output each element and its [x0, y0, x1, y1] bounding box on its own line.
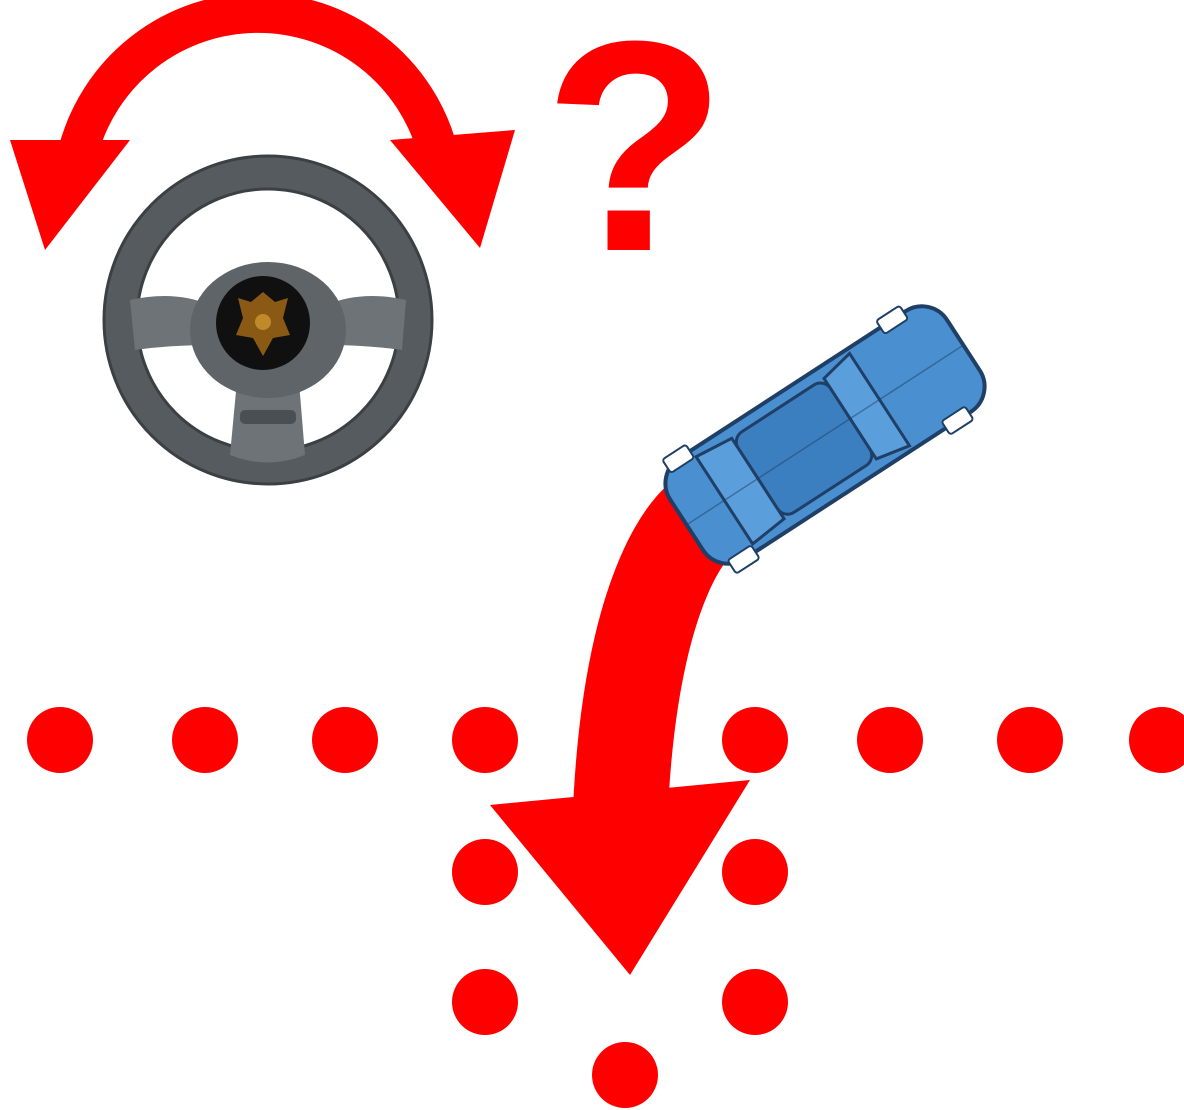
dot — [312, 707, 378, 773]
dot — [452, 707, 518, 773]
steering-wheel-icon — [104, 156, 432, 484]
rotation-arrow-icon — [10, 13, 515, 250]
dot — [722, 969, 788, 1035]
dot — [592, 1042, 658, 1108]
dot — [452, 969, 518, 1035]
dot — [27, 707, 93, 773]
question-mark: ? — [543, 0, 726, 314]
dot — [452, 839, 518, 905]
car-top-view-icon — [650, 288, 1001, 582]
dot — [857, 707, 923, 773]
dot — [722, 839, 788, 905]
dot — [722, 707, 788, 773]
dot — [997, 707, 1063, 773]
dot — [1129, 707, 1184, 773]
dot — [172, 707, 238, 773]
curved-down-arrow-icon — [490, 520, 750, 975]
